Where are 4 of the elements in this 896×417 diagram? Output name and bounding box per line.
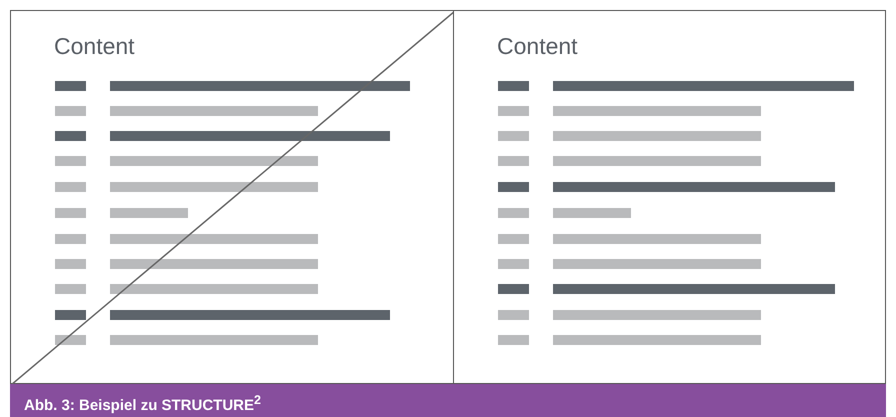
panel-heading: Content — [54, 33, 135, 60]
figure-caption: Abb. 3: Beispiel zu STRUCTURE$^{2}$ — [10, 384, 886, 417]
content-panel — [453, 10, 886, 384]
panel-heading: Content — [497, 33, 578, 60]
